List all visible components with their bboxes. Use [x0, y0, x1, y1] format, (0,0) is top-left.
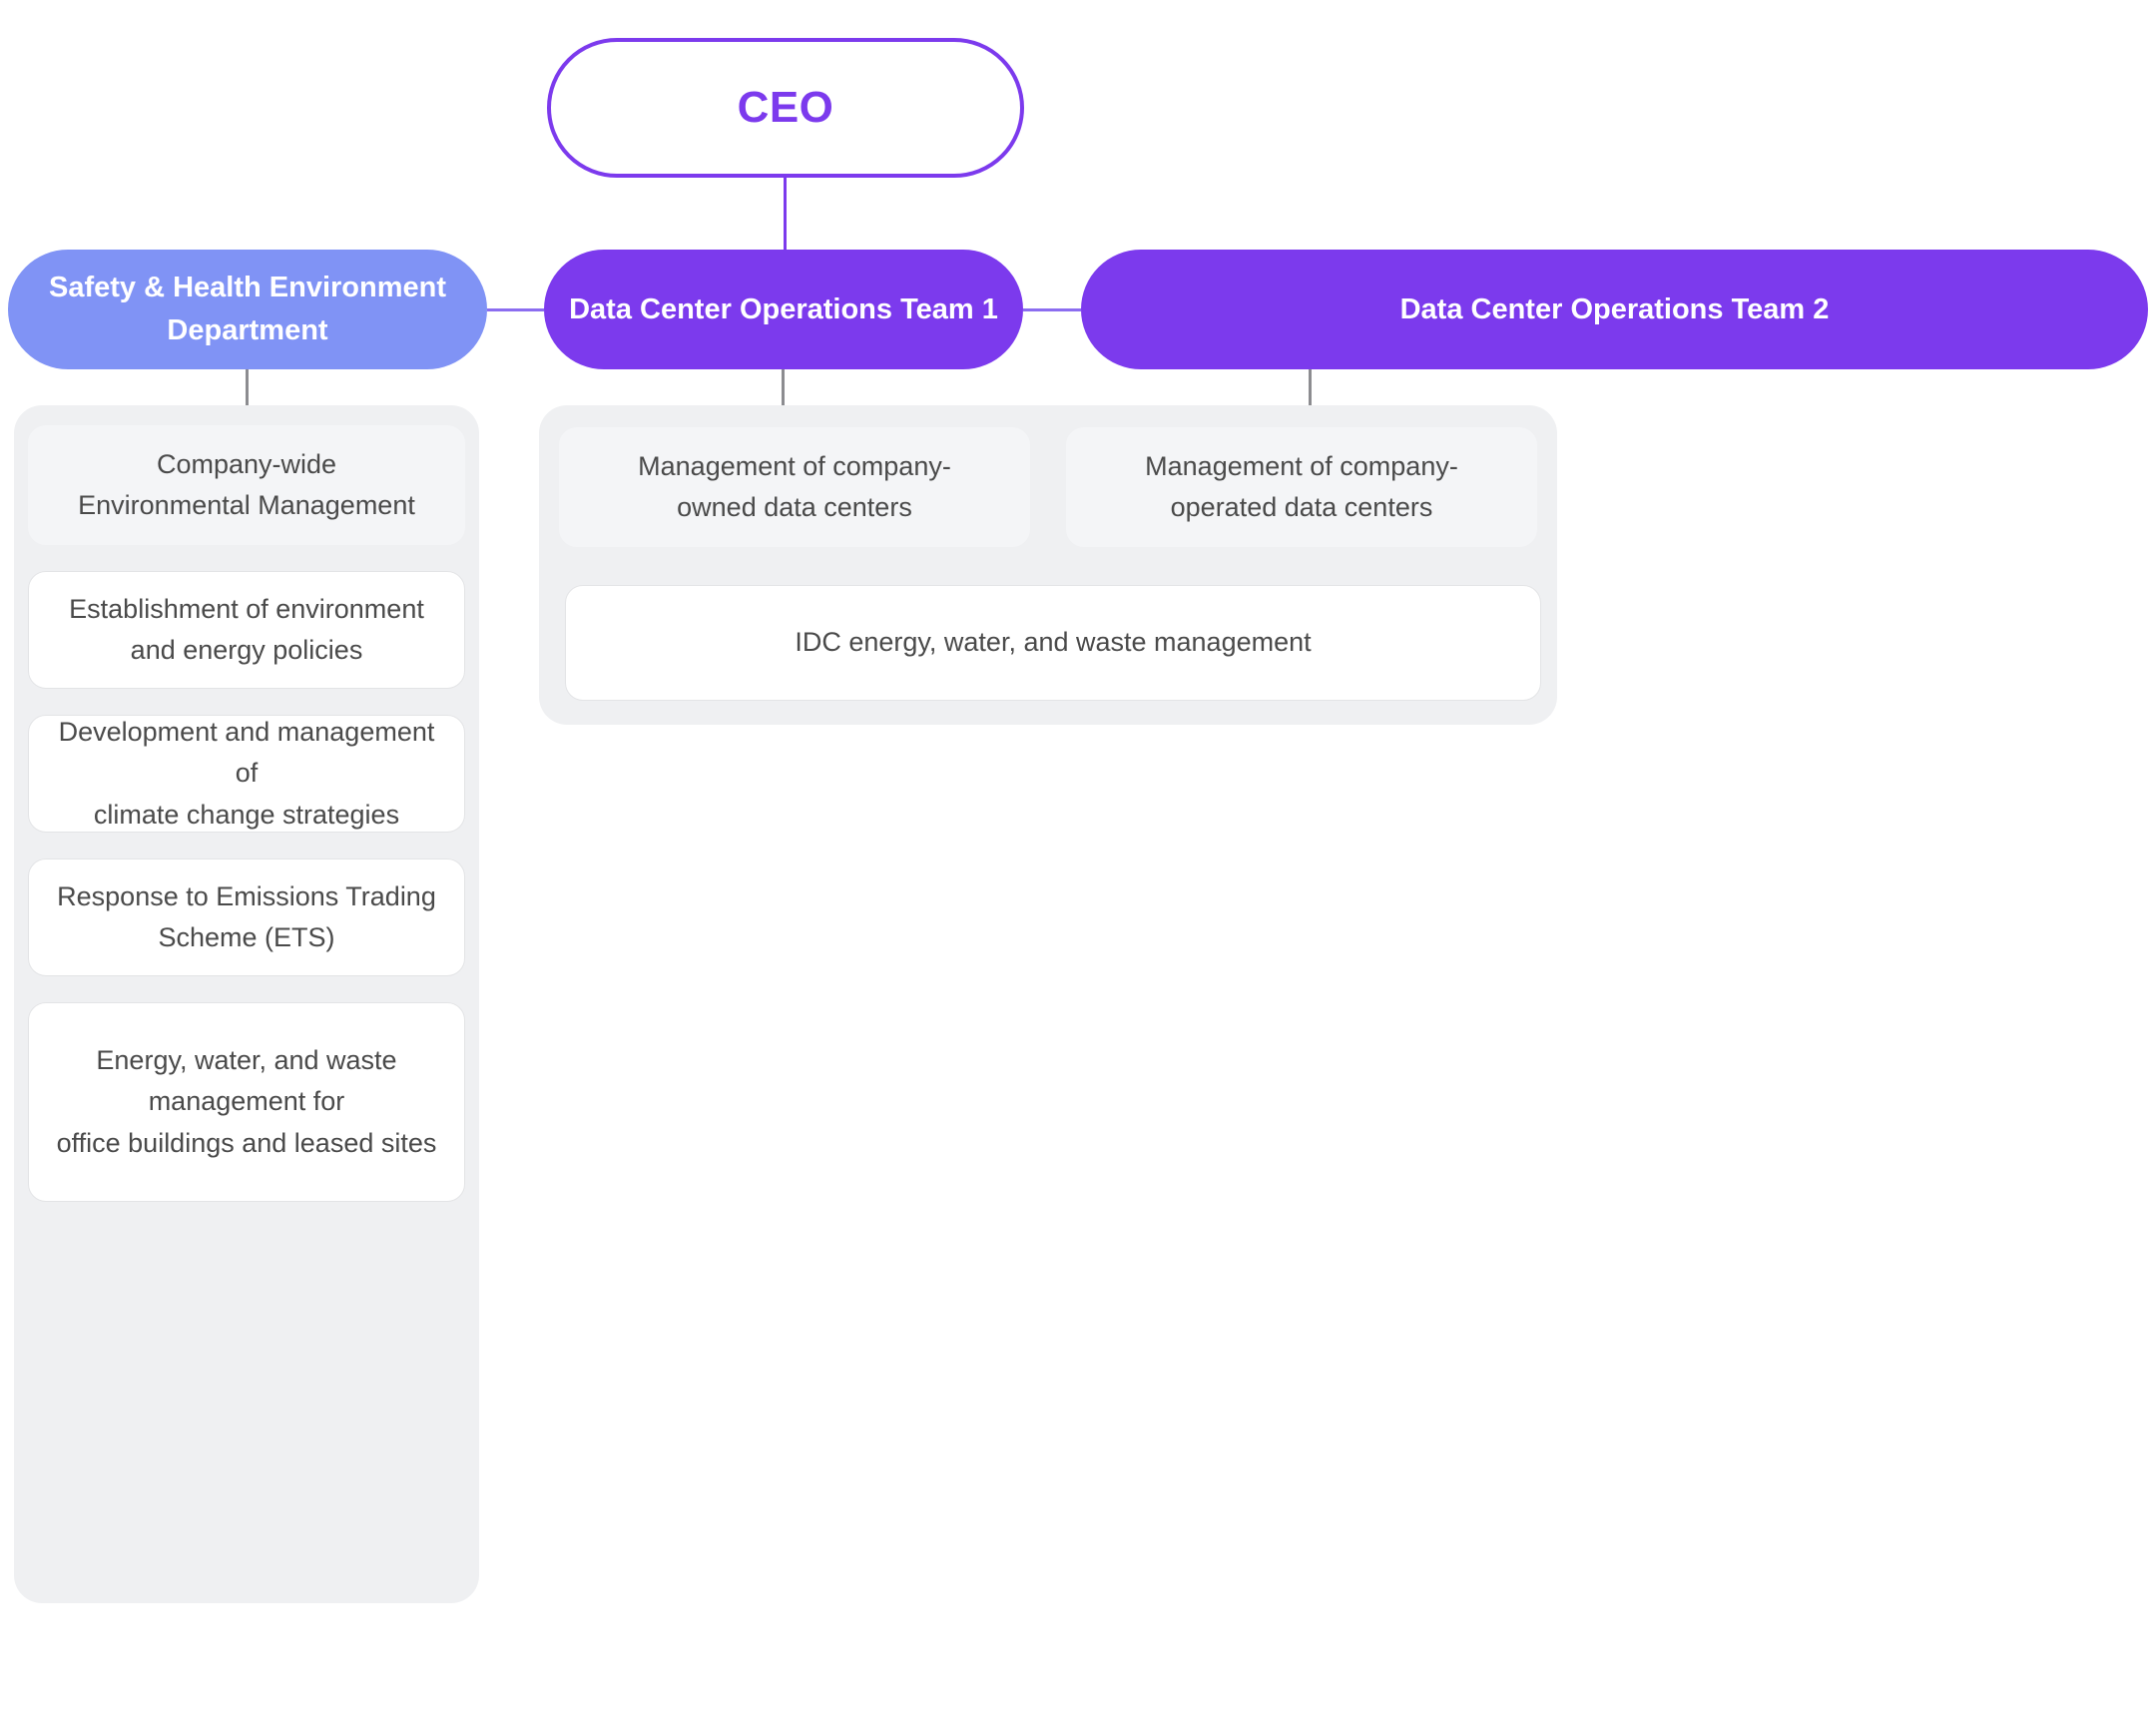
responsibility-card-emissions-trading-scheme[interactable]: Response to Emissions Trading Scheme (ET… — [28, 859, 465, 976]
connector-team1-to-team2 — [1023, 308, 1081, 311]
responsibility-card-idc-energy-water-waste[interactable]: IDC energy, water, and waste management — [565, 585, 1541, 701]
ceo-label: CEO — [737, 83, 834, 132]
department-node-data-center-operations-team-2[interactable]: Data Center Operations Team 2 — [1081, 250, 2148, 369]
department-node-data-center-operations-team-1[interactable]: Data Center Operations Team 1 — [544, 250, 1023, 369]
right-card-row: Management of company- owned data center… — [559, 427, 1537, 547]
department-node-safety-health-environment[interactable]: Safety & Health Environment Department — [8, 250, 487, 369]
connector-ceo-to-team1 — [784, 178, 787, 252]
responsibility-card-company-owned-data-centers[interactable]: Management of company- owned data center… — [559, 427, 1030, 547]
connector-team1-to-right-panel — [782, 369, 785, 409]
left-card-stack: Company-wide Environmental Management Es… — [28, 425, 465, 1202]
responsibility-card-establishment-of-policies[interactable]: Establishment of environment and energy … — [28, 571, 465, 689]
responsibility-card-office-energy-water-waste[interactable]: Energy, water, and waste management for … — [28, 1002, 465, 1202]
connector-safety-to-team1 — [487, 308, 544, 311]
responsibility-card-climate-change-strategies[interactable]: Development and management of climate ch… — [28, 715, 465, 833]
responsibility-card-company-wide-environmental-management[interactable]: Company-wide Environmental Management — [28, 425, 465, 545]
ceo-node[interactable]: CEO — [547, 38, 1024, 178]
connector-safety-to-left-panel — [246, 369, 249, 409]
responsibility-card-company-operated-data-centers[interactable]: Management of company- operated data cen… — [1066, 427, 1537, 547]
connector-team2-to-right-panel — [1309, 369, 1312, 409]
